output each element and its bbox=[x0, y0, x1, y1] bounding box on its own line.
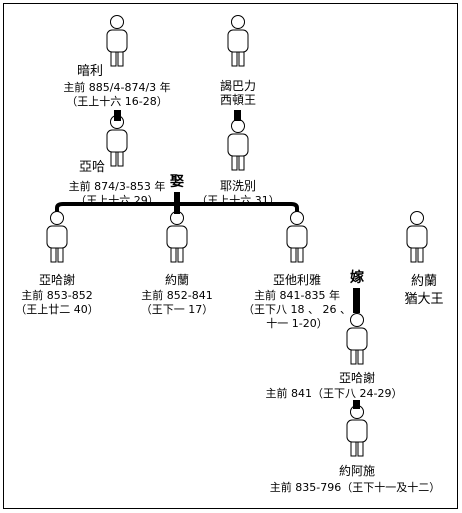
ahaziah-israel-reign: 主前 853-852 bbox=[21, 289, 93, 302]
athaliah-ahaziah-connector bbox=[353, 288, 360, 313]
athaliah-ref-line2: 十一 1-20） bbox=[266, 317, 328, 330]
ahaziah-joash-connector bbox=[353, 400, 360, 409]
joram-israel-name: 約蘭 bbox=[164, 273, 190, 287]
omri-ref: （王上十六 16-28） bbox=[66, 95, 168, 108]
omri-name: 暗利 bbox=[76, 64, 104, 79]
ethbaal-figure bbox=[227, 15, 249, 67]
ethbaal-line1: 謁巴力 bbox=[219, 79, 257, 93]
joash-reign-ref: 主前 835-796（王下十一及十二） bbox=[269, 481, 441, 494]
jezebel-name: 耶洗別 bbox=[219, 179, 257, 193]
ahaziah-israel-ref: （王上廿二 40） bbox=[15, 303, 99, 316]
omri-ahab-connector bbox=[114, 110, 121, 121]
joash-figure bbox=[346, 405, 368, 457]
ahaziah-judah-name: 亞哈謝 bbox=[338, 371, 376, 385]
ahab-name: 亞哈 bbox=[78, 160, 106, 175]
joram-israel-figure bbox=[166, 211, 188, 263]
athaliah-figure bbox=[286, 211, 308, 263]
ahab-figure bbox=[106, 115, 128, 167]
ethbaal-jezebel-connector bbox=[234, 110, 241, 121]
jezebel-ref: （王上十六 31） bbox=[196, 194, 280, 207]
joram-israel-reign: 主前 852-841 bbox=[141, 289, 213, 302]
jehoram-judah-line1: 約蘭 bbox=[410, 274, 438, 289]
athaliah-reign: 主前 841-835 年 bbox=[254, 289, 340, 302]
omri-reign: 主前 885/4-874/3 年 bbox=[63, 81, 171, 94]
jehoram-judah-line2: 猶大王 bbox=[404, 292, 444, 307]
married-off-marker: 嫁 bbox=[350, 270, 364, 286]
joash-name: 約阿施 bbox=[338, 464, 376, 478]
jehoram-judah-figure bbox=[406, 211, 428, 263]
athaliah-name: 亞他利雅 bbox=[272, 273, 322, 287]
joram-israel-ref: （王下一 17） bbox=[140, 303, 214, 316]
ethbaal-line2: 西頓王 bbox=[219, 93, 257, 107]
ahaziah-israel-name: 亞哈謝 bbox=[38, 273, 76, 287]
marriage-stem bbox=[174, 192, 180, 214]
ahaziah-judah-reign-ref: 主前 841（王下八 24-29） bbox=[265, 387, 403, 400]
diagram-frame bbox=[3, 3, 458, 509]
ahaziah-judah-figure bbox=[346, 313, 368, 365]
jezebel-figure bbox=[227, 119, 249, 171]
ahaziah-israel-figure bbox=[46, 211, 68, 263]
ahab-reign: 主前 874/3-853 年 bbox=[68, 180, 166, 193]
married-marker: 娶 bbox=[170, 174, 184, 190]
omri-figure bbox=[106, 15, 128, 67]
ahab-ref: （王上十六 29） bbox=[75, 194, 159, 207]
athaliah-ref-line1: （王下八 18 、 26 、 bbox=[243, 303, 351, 316]
